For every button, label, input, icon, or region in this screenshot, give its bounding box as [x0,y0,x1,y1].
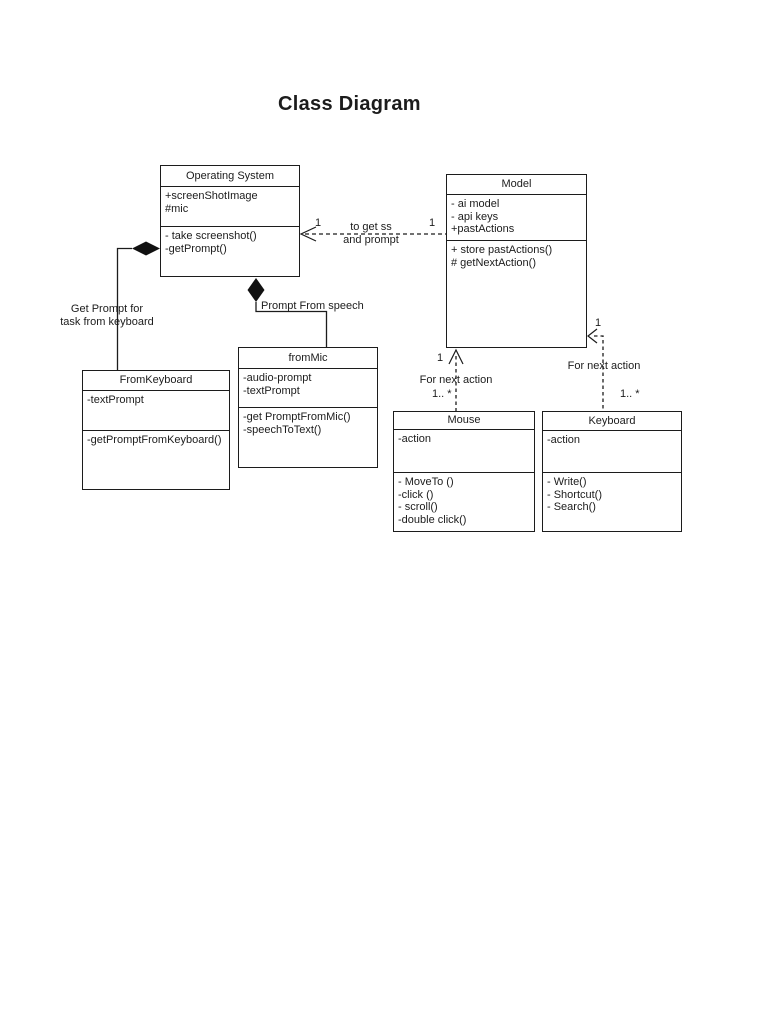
class-attribute: +screenShotImage [165,190,258,202]
class-model: Model - ai model - api keys +pastActions… [446,174,587,348]
class-attribute: -textPrompt [87,394,144,406]
class-method: -get PromptFromMic() [243,411,351,423]
class-method: + store pastActions() [451,244,553,256]
class-mouse: Mouse -action - MoveTo () -click () - sc… [393,411,535,532]
class-method: - Search() [547,501,596,513]
class-method: -speechToText() [243,423,322,436]
class-method: - take screenshot() [165,230,257,242]
class-title: fromMic [239,348,377,369]
multiplicity-label: 1 [429,217,436,229]
class-attribute: -textPrompt [243,384,300,397]
multiplicity-label: 1 [315,217,322,229]
relationship-label: For next action [567,360,641,372]
class-attribute: -audio-prompt [243,372,312,384]
composition-line-os-fromkeyboard [116,247,132,370]
relationship-label: For next action [419,374,493,386]
class-attribute: -action [398,433,432,445]
composition-diamond-icon [247,278,265,302]
open-arrowhead-icon [587,328,598,344]
class-method: - MoveTo () [398,476,454,488]
class-fromkeyboard: FromKeyboard -textPrompt -getPromptFromK… [82,370,230,490]
class-method: - scroll() [398,501,438,513]
class-method: - Write() [547,476,587,488]
class-method: # getNextAction() [451,256,536,269]
composition-diamond-icon [132,241,160,256]
class-title: Mouse [394,412,534,430]
composition-line-os-frommic [255,302,328,347]
class-keyboard: Keyboard -action - Write() - Shortcut() … [542,411,682,532]
page-title: Class Diagram [278,93,421,115]
dependency-line-keyboard-model [594,335,604,411]
class-method: -getPrompt() [165,242,227,255]
class-title: FromKeyboard [83,371,229,391]
class-title: Model [447,175,586,195]
multiplicity-label: 1 [595,317,602,329]
class-method: -click () [398,488,434,501]
relationship-label: to get ss and prompt [343,221,399,246]
class-method: -getPromptFromKeyboard() [87,434,222,446]
class-attribute: -action [547,434,581,446]
class-attribute: +pastActions [451,223,515,235]
class-frommic: fromMic -audio-prompt -textPrompt -get P… [238,347,378,468]
multiplicity-label: 1.. * [432,388,452,400]
class-attribute: - api keys [451,210,499,223]
class-method: - Shortcut() [547,488,603,501]
class-attribute: - ai model [451,198,500,210]
multiplicity-label: 1 [437,352,444,364]
relationship-label: Get Prompt for task from keyboard [60,303,154,328]
relationship-label: Prompt From speech [261,300,364,312]
class-method: -double click() [398,513,467,526]
class-operating-system: Operating System +screenShotImage #mic -… [160,165,300,277]
class-title: Keyboard [543,412,681,431]
class-title: Operating System [161,166,299,187]
multiplicity-label: 1.. * [620,388,640,400]
open-arrowhead-icon [299,226,317,242]
open-arrowhead-icon [448,348,464,365]
class-attribute: #mic [165,202,189,215]
